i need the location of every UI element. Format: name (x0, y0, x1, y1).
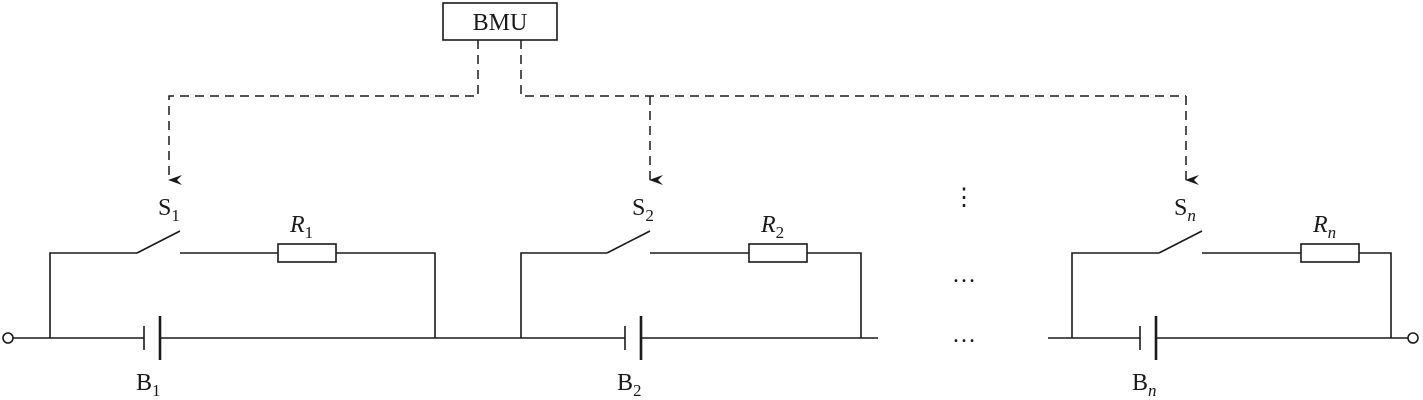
cell-1: S1 R1 B1 (49, 195, 436, 400)
resistor-2 (748, 243, 808, 263)
control-line-bus (520, 40, 1186, 97)
resistor-label-n: Rn (1312, 212, 1336, 242)
ellipsis-lower: … (952, 322, 976, 348)
battery-label-2: B2 (617, 370, 642, 400)
battery-label-1: B1 (136, 370, 161, 400)
ellipsis-upper: … (952, 262, 976, 288)
resistor-label-2: R2 (760, 212, 784, 242)
resistor-label-1: R1 (289, 212, 313, 242)
switch-label-2: S2 (632, 195, 654, 225)
ellipsis-group: ⋮ … … (952, 185, 976, 348)
bypass-loop-1 (49, 252, 137, 338)
control-lines (168, 40, 1199, 185)
switch-blade-n (1158, 230, 1203, 254)
main-bus (2, 332, 1419, 344)
battery-2 (624, 316, 643, 360)
terminal-left (2, 332, 14, 344)
battery-1 (143, 316, 162, 360)
switch-blade-2 (606, 230, 651, 254)
switch-label-1: S1 (158, 195, 180, 225)
resistor-1 (277, 243, 337, 263)
bmu-box: BMU (442, 2, 558, 41)
resistor-n (1300, 243, 1360, 263)
control-line-s1 (168, 40, 479, 185)
bmu-label: BMU (473, 10, 528, 36)
bypass-loop-n (1071, 252, 1159, 338)
switch-label-n: Sn (1174, 195, 1196, 225)
battery-n (1139, 316, 1158, 360)
ellipsis-vertical: ⋮ (952, 185, 976, 211)
battery-label-n: Bn (1132, 370, 1157, 400)
cell-n: Sn Rn Bn (1071, 195, 1392, 400)
bypass-loop-2 (520, 252, 607, 338)
switch-blade-1 (136, 230, 181, 254)
cell-2: S2 R2 B2 (520, 195, 862, 400)
terminal-right (1407, 332, 1419, 344)
